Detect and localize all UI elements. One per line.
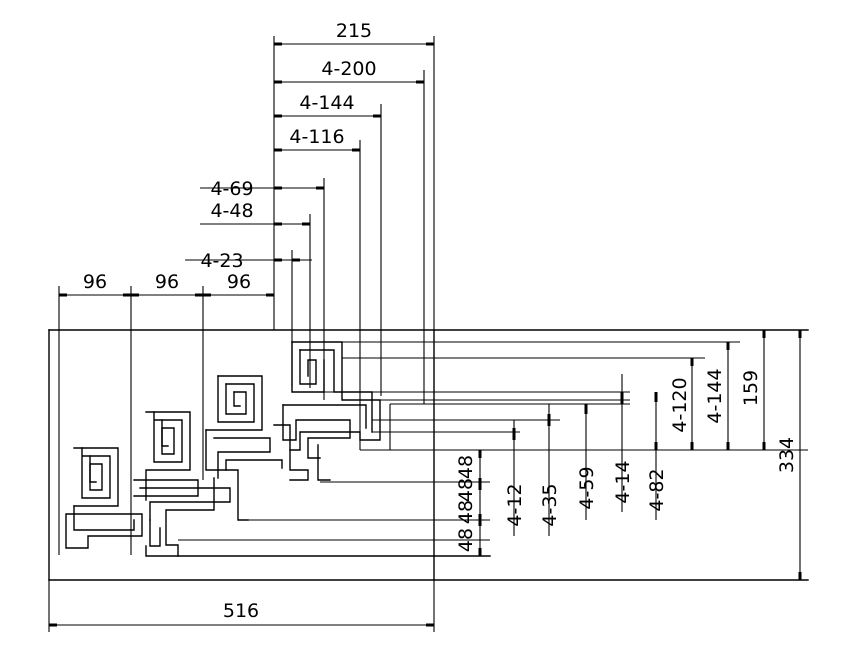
dimension-4-69-label: 4-69 [210, 178, 253, 200]
right-extension-lines [178, 341, 808, 541]
dimension-96-a-label: 96 [83, 271, 107, 293]
dimension-4-120-label: 4-120 [669, 377, 691, 432]
dimension-159: 159 [740, 330, 766, 450]
dimension-215-label: 215 [336, 20, 372, 42]
dimension-4-12: 4-12 [504, 420, 526, 536]
dimension-48-d-label: 48 [455, 528, 477, 552]
dimension-4-12-label: 4-12 [504, 483, 526, 526]
outer-frame [48, 329, 809, 581]
dimension-4-48: 4-48 [200, 200, 311, 388]
dimension-48-b-label: 48 [455, 478, 477, 502]
dimension-334-label: 334 [776, 437, 798, 473]
dimension-4-116-label: 4-116 [289, 126, 344, 148]
dimension-4-200: 4-200 [274, 58, 425, 404]
dimension-516: 516 [48, 580, 435, 632]
dimension-4-82-label: 4-82 [646, 468, 668, 511]
dimension-159-label: 159 [740, 370, 762, 406]
dimension-334: 334 [776, 330, 802, 580]
dimension-4-116: 4-116 [274, 126, 361, 450]
greek-key-pattern [65, 341, 491, 557]
dimension-4-14: 4-14 [612, 374, 634, 512]
dimension-96-c-label: 96 [227, 271, 251, 293]
dimension-4-23: 4-23 [185, 250, 312, 386]
dimension-516-label: 516 [223, 600, 259, 622]
dimension-96-b-label: 96 [155, 271, 179, 293]
dimension-215: 215 [273, 20, 435, 330]
dimension-48-stack: 48 48 48 48 [455, 450, 482, 556]
dimension-96-series: 96 96 96 [58, 271, 274, 555]
dimension-48-c-label: 48 [455, 500, 477, 524]
dimension-4-200-label: 4-200 [321, 58, 376, 80]
dimension-4-144-right: 4-144 [704, 342, 730, 450]
dimension-4-48-label: 4-48 [210, 200, 253, 222]
dimension-4-35: 4-35 [539, 404, 561, 536]
dimension-4-14-label: 4-14 [612, 460, 634, 503]
dimension-4-59-label: 4-59 [576, 466, 598, 509]
dimension-4-59: 4-59 [576, 404, 598, 520]
dimension-4-144: 4-144 [274, 92, 382, 396]
dimension-4-35-label: 4-35 [539, 483, 561, 526]
dimension-4-23-label: 4-23 [200, 250, 243, 272]
dimension-4-144-right-label: 4-144 [704, 368, 726, 423]
dimension-4-144-label: 4-144 [299, 92, 354, 114]
dimension-4-120: 4-120 [669, 358, 694, 450]
dimension-4-82: 4-82 [646, 392, 668, 520]
dimension-48-a-label: 48 [455, 455, 477, 479]
